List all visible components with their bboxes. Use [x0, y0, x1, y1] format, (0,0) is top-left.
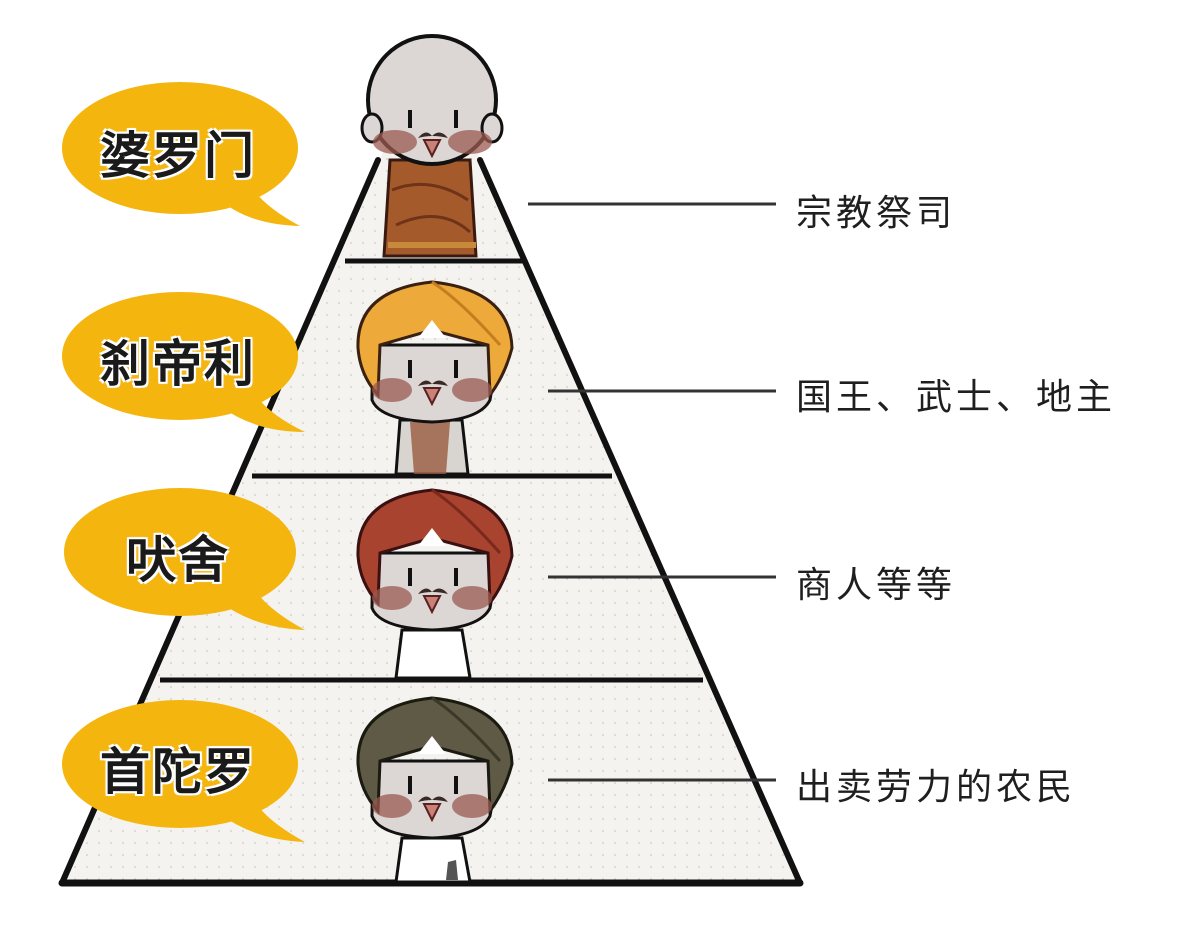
figure-shudra — [356, 696, 514, 884]
speech-bubbles — [62, 82, 305, 842]
role-label-shudra: 出卖劳力的农民 — [796, 767, 1077, 808]
caste-label-brahmin: 婆罗门 — [100, 127, 256, 185]
role-label-vaishya: 商人等等 — [796, 565, 957, 606]
speech-bubble-vaishya — [64, 488, 305, 630]
speech-bubble-shudra — [62, 700, 305, 842]
figure-brahmin-priest — [360, 34, 504, 258]
caste-label-kshatriya: 刹帝利 — [100, 335, 256, 393]
speech-bubble-brahmin — [62, 82, 300, 226]
role-label-kshatriya: 国王、武士、地主 — [796, 377, 1117, 418]
speech-bubble-kshatriya — [62, 292, 305, 432]
figure-kshatriya — [356, 280, 514, 476]
figure-vaishya — [356, 488, 514, 680]
caste-label-shudra: 首陀罗 — [100, 743, 256, 801]
role-label-brahmin: 宗教祭司 — [796, 193, 957, 234]
pointer-lines — [528, 202, 776, 782]
caste-label-vaishya: 吠舍 — [126, 531, 230, 589]
